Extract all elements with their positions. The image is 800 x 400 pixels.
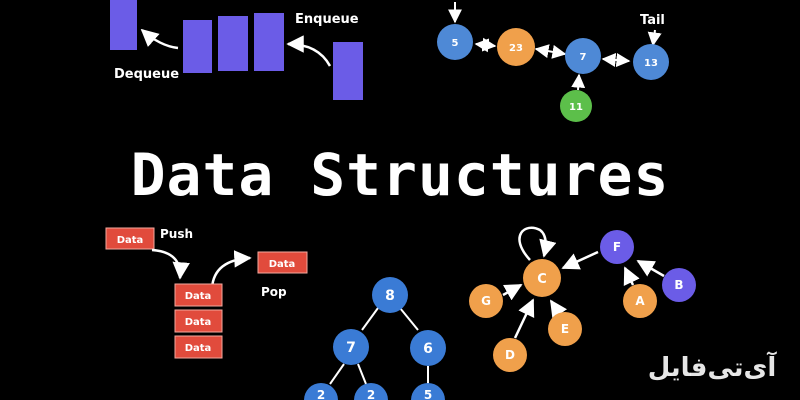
svg-text:Data: Data — [185, 343, 212, 354]
dequeue-arrow — [140, 28, 179, 50]
graph-node-a: A — [623, 284, 657, 318]
tree-edge-8-7 — [361, 307, 379, 331]
linked-list-diagram: 5 23 7 13 11 Tail — [437, 2, 669, 122]
graph-edge-e-c — [549, 299, 568, 319]
page-title: Data Structures — [131, 141, 670, 209]
tree-edge-7-2a — [329, 363, 345, 385]
graph-self-loop-c — [518, 226, 557, 261]
tree-edge-7-2b — [357, 363, 367, 385]
svg-text:5: 5 — [452, 38, 459, 49]
list-node-5: 5 — [437, 24, 473, 60]
stack-incoming-block: Data — [105, 227, 155, 250]
svg-text:Data: Data — [269, 259, 296, 270]
dequeue-label: Dequeue — [114, 67, 179, 82]
tail-label: Tail — [640, 13, 665, 28]
tree-node-8: 8 — [372, 277, 408, 313]
queue-block-2 — [218, 16, 248, 71]
tree-edge-8-6 — [399, 307, 419, 331]
svg-text:A: A — [635, 294, 645, 308]
graph-diagram: C F G A B E D — [469, 226, 696, 372]
tail-pointer-arrow — [647, 29, 662, 47]
svg-text:6: 6 — [423, 341, 433, 357]
watermark-text: آی‌تی‌فایل — [648, 351, 778, 383]
svg-text:5: 5 — [424, 388, 432, 400]
tree-node-2a: 2 — [304, 383, 338, 400]
queue-block-dequeued — [110, 0, 137, 50]
tree-node-5: 5 — [411, 383, 445, 400]
push-arrow — [151, 248, 190, 280]
stack-block-3: Data — [174, 335, 223, 359]
svg-text:11: 11 — [569, 102, 583, 113]
svg-text:7: 7 — [346, 340, 356, 356]
svg-text:Data: Data — [117, 235, 144, 246]
stack-block-2: Data — [174, 309, 223, 333]
queue-block-3 — [254, 13, 284, 71]
stack-popped-block: Data — [257, 251, 308, 274]
svg-text:13: 13 — [644, 58, 658, 69]
svg-text:E: E — [561, 322, 569, 336]
list-node-11: 11 — [560, 90, 592, 122]
svg-text:D: D — [505, 348, 515, 362]
tree-node-2b: 2 — [354, 383, 388, 400]
watermark-logo: آی‌تی‌فایل — [648, 351, 778, 383]
tree-node-7: 7 — [333, 329, 369, 365]
link-5-23 — [474, 37, 497, 53]
graph-edge-d-c — [513, 298, 535, 339]
graph-node-b: B — [662, 268, 696, 302]
svg-text:2: 2 — [367, 388, 375, 400]
stack-diagram: Data Push Data Pop Data Data Data — [105, 227, 308, 359]
graph-edge-g-c — [502, 283, 523, 301]
svg-text:23: 23 — [509, 43, 523, 54]
enqueue-arrow — [286, 35, 332, 67]
queue-diagram: Dequeue Enqueue — [110, 0, 363, 100]
svg-text:C: C — [537, 272, 547, 287]
graph-edge-a-f — [623, 266, 640, 286]
queue-block-1 — [183, 20, 212, 73]
svg-text:Data: Data — [185, 317, 212, 328]
list-node-13: 13 — [633, 44, 669, 80]
link-7-13 — [601, 52, 631, 68]
graph-node-c: C — [523, 259, 561, 297]
tree-diagram: 8 7 6 2 2 5 — [304, 277, 446, 400]
svg-text:Data: Data — [185, 291, 212, 302]
graph-node-e: E — [548, 312, 582, 346]
queue-block-enqueued — [333, 42, 363, 100]
list-node-23: 23 — [497, 28, 535, 66]
pop-label: Pop — [261, 285, 287, 299]
tree-node-6: 6 — [410, 330, 446, 366]
svg-text:8: 8 — [385, 288, 395, 304]
graph-node-f: F — [600, 230, 634, 264]
graph-edge-f-c — [561, 250, 599, 270]
link-11-7 — [571, 73, 586, 91]
svg-text:G: G — [481, 294, 491, 308]
link-23-7 — [534, 44, 567, 59]
graph-node-d: D — [493, 338, 527, 372]
svg-text:B: B — [674, 278, 683, 292]
list-node-7: 7 — [565, 38, 601, 74]
enqueue-label: Enqueue — [295, 12, 359, 27]
stack-block-1: Data — [174, 283, 223, 307]
push-label: Push — [160, 227, 193, 241]
graph-node-g: G — [469, 284, 503, 318]
graph-edge-b-f — [636, 259, 665, 278]
svg-text:2: 2 — [317, 388, 325, 400]
svg-text:F: F — [613, 240, 621, 254]
svg-text:7: 7 — [580, 52, 587, 63]
